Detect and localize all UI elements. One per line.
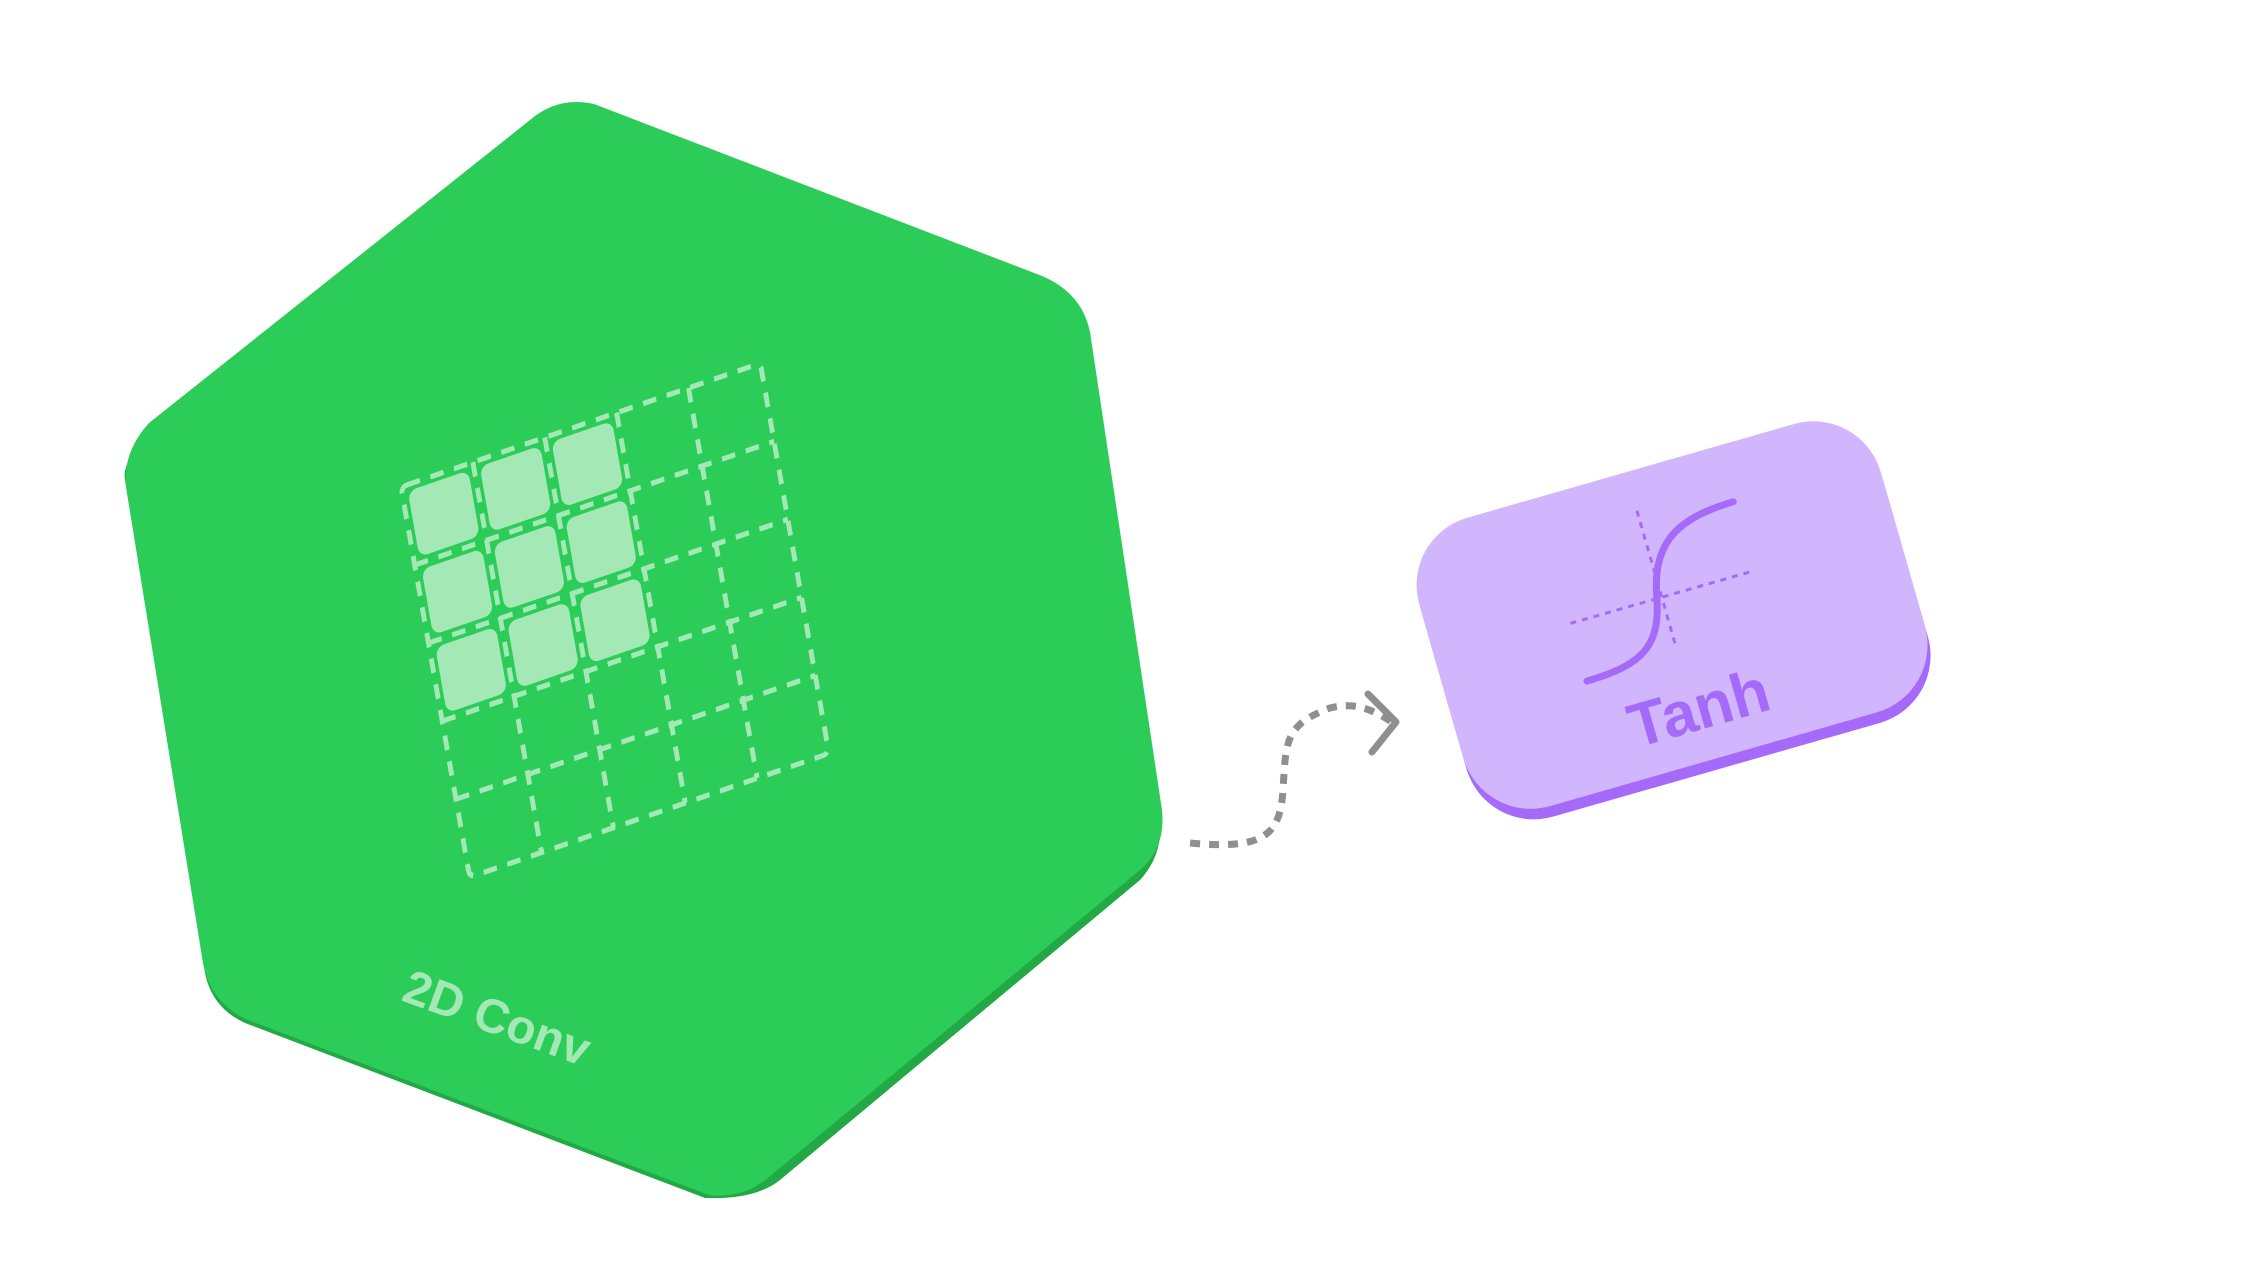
tanh-curve bbox=[1583, 498, 1737, 685]
kernel-cell bbox=[422, 550, 493, 633]
input-grid-outline bbox=[399, 362, 831, 879]
connector bbox=[1189, 690, 1400, 849]
kernel-cell bbox=[580, 579, 650, 662]
kernel-cell bbox=[494, 526, 564, 608]
kernel-cell bbox=[552, 423, 623, 505]
conv-block: 2D Conv bbox=[124, 102, 1163, 1199]
kernel-cell bbox=[409, 472, 479, 555]
kernel-cell bbox=[481, 448, 551, 530]
connector-path bbox=[1189, 702, 1394, 849]
tanh-curve-icon bbox=[1569, 498, 1754, 685]
kernel-cells bbox=[409, 423, 650, 711]
input-grid-lines bbox=[414, 387, 816, 854]
tanh-block: Tanh bbox=[1416, 421, 1931, 820]
conv-block-face bbox=[125, 102, 1163, 1196]
arrow-right-icon bbox=[1364, 690, 1400, 756]
tanh-x-axis bbox=[1569, 569, 1754, 625]
convolution-grid-icon bbox=[399, 362, 831, 879]
kernel-cell bbox=[508, 604, 578, 686]
kernel-cell bbox=[566, 501, 636, 584]
kernel-cell bbox=[436, 628, 506, 711]
tanh-block-face bbox=[1416, 421, 1928, 809]
